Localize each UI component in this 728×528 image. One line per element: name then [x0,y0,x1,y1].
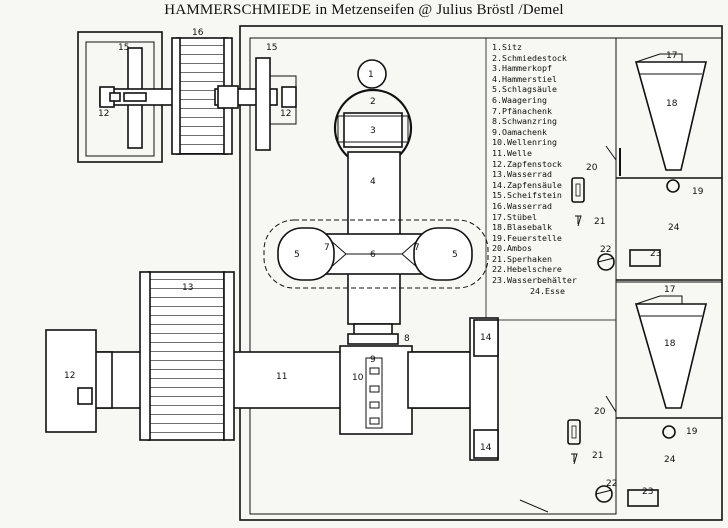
label-23-upper: 23 [650,249,661,259]
label-10: 10 [352,373,364,383]
label-20-upper: 20 [586,163,598,173]
label-17-upper: 17 [666,51,677,61]
legend-item: 3.Hammerkopf [492,63,552,74]
label-17-lower: 17 [664,285,675,295]
label-15-right: 15 [266,43,277,53]
legend-item: 21.Sperhaken [492,253,552,264]
label-19-lower: 19 [686,427,698,437]
forge-fire-19-lower [662,425,676,439]
legend-item: 11.Welle [492,147,532,158]
label-22-upper: 22 [600,245,611,255]
label-24-upper: 24 [668,223,680,233]
legend-item: 14.Zapfensäule [492,179,562,190]
label-24-lower: 24 [664,455,676,465]
label-2: 2 [370,97,376,107]
label-13: 13 [182,283,193,293]
legend-item: 9.Oamachenk [492,126,547,137]
label-22-lower: 22 [606,479,617,489]
label-21-upper: 21 [594,217,605,227]
label-5-right: 5 [452,250,458,260]
hook-21-lower [571,453,578,465]
legend-item: 15.Scheifstein [492,190,562,201]
label-7-right: 7 [414,243,420,253]
label-23-lower: 23 [642,487,653,497]
legend-item: 7.Pfänachenk [492,105,552,116]
anvil-20-lower [567,419,581,445]
workshop-outer-wall [239,25,723,521]
legend-item: 22.Hebelschere [492,264,562,275]
forge-room-lower [615,281,723,419]
label-1: 1 [368,70,374,80]
label-7-left: 7 [324,243,330,253]
legend-item: 19.Feuerstelle [492,232,562,243]
label-20-lower: 20 [594,407,606,417]
legend-item: 20.Ambos [492,243,532,254]
legend-frame [485,37,617,321]
label-3: 3 [370,126,376,136]
label-4: 4 [370,177,376,187]
water-tank-23-lower [627,489,659,507]
legend-item: 5.Schlagsäule [492,84,557,95]
hammer-support-5-left [263,219,489,289]
water-tank-23-upper [629,249,661,267]
legend-item: 10.Wellenring [492,137,557,148]
seat-circle [357,59,387,89]
legend-item: 6.Waagering [492,94,547,105]
label-15-left: 15 [118,43,129,53]
legend-item: 24.Esse [530,285,565,296]
legend-item: 18.Blasebalk [492,222,552,233]
label-19-upper: 19 [692,187,704,197]
lever-shears-22-upper [597,253,615,271]
label-14-top: 14 [480,333,492,343]
grindstone-15-right [255,57,271,151]
bellows-18-upper [634,61,708,171]
legend-item: 16.Wasserrad [492,200,552,211]
label-11: 11 [276,372,287,382]
forge-fire-19-upper [666,179,680,193]
label-9: 9 [370,355,376,365]
forge-room-upper [615,37,723,179]
label-18-lower: 18 [664,339,676,349]
hammer-head-3 [343,112,403,148]
legend-item: 4.Hammerstiel [492,73,557,84]
label-21-lower: 21 [592,451,603,461]
diagram-title: HAMMERSCHMIEDE in Metzenseifen @ Julius … [164,2,564,18]
legend-item: 2.Schmiedestock [492,52,567,63]
legend-item: 17.Stübel [492,211,537,222]
tail-ring-8 [347,333,399,345]
water-wheel-13 [147,271,225,441]
anvil-20-upper [571,177,585,203]
bellows-18-lower [634,303,708,409]
legend-item: 13.Wasserrad [492,169,552,180]
journal-block-12b [281,86,297,108]
label-5-left: 5 [294,250,300,260]
legend-item: 1.Sitz [492,42,522,52]
legend-item: 23.Wasserbehälter [492,275,577,286]
label-16: 16 [192,28,204,38]
hook-21-upper [575,215,582,227]
label-18-upper: 18 [666,99,678,109]
journal-block-12c [45,329,97,433]
label-14-bottom: 14 [480,443,492,453]
label-12-left: 12 [64,371,75,381]
label-8: 8 [404,334,410,344]
label-12-top-right: 12 [280,109,291,119]
label-12-top-left: 12 [98,109,109,119]
legend-item: 8.Schwanzring [492,116,557,127]
label-6: 6 [370,250,376,260]
legend-item: 12.Zapfenstock [492,158,562,169]
